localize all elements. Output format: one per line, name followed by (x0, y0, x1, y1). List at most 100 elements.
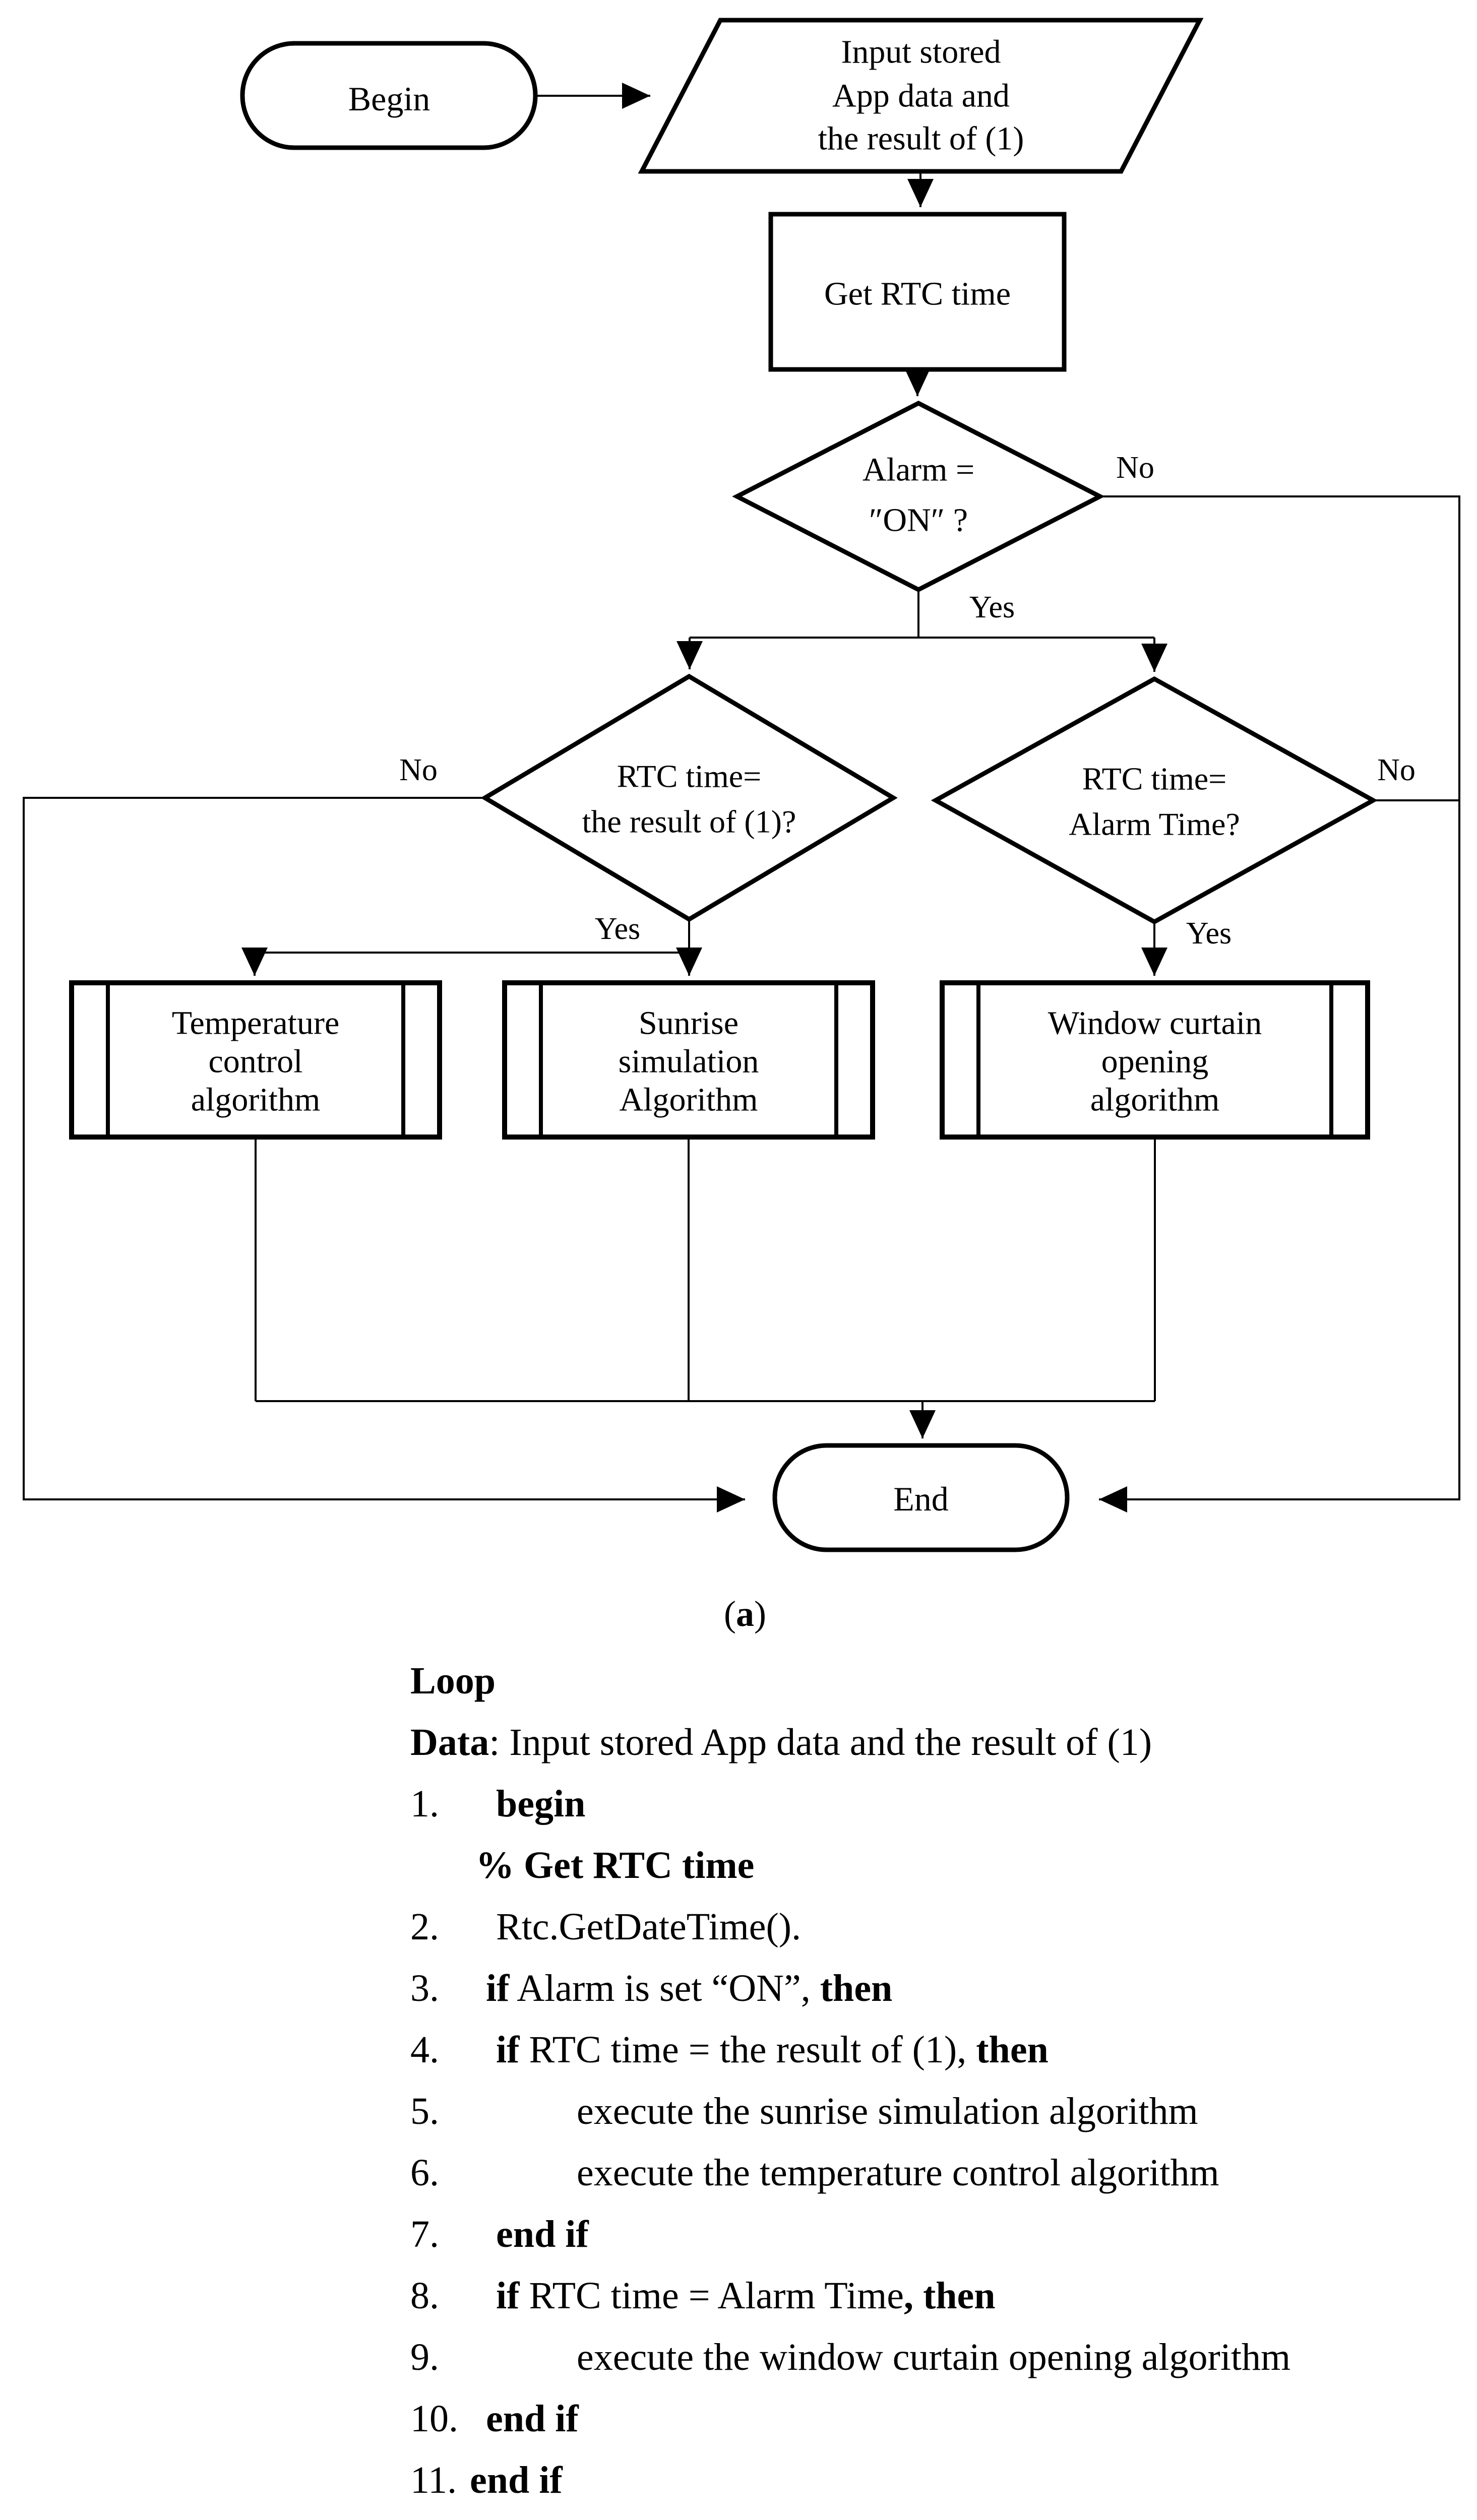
pseudocode-line: 9. execute the window curtain opening alg… (410, 2326, 1368, 2388)
pseudocode-line-number: 9. (410, 2336, 439, 2378)
temperature-box: Temperature control algorithm (69, 980, 442, 1140)
sunrise-line-3: Algorithm (620, 1082, 758, 1118)
temperature-line-1: Temperature (172, 1005, 340, 1042)
temperature-line-3: algorithm (191, 1082, 321, 1118)
pseudocode-line: % Get RTC time (410, 1835, 1368, 1896)
pseudocode-line: 7. end if (410, 2203, 1368, 2265)
pseudocode-line: 3. if Alarm is set “ON”, then (410, 1958, 1368, 2019)
pseudocode-line: 12. end (410, 2511, 1368, 2520)
pseudocode-line: 5. execute the sunrise simulation algorit… (410, 2081, 1368, 2142)
input-parallelogram (638, 18, 1204, 174)
sunrise-box-rect (502, 980, 875, 1140)
pseudocode-keyword: if (496, 2275, 520, 2317)
sunrise-line-1: Sunrise (639, 1005, 738, 1042)
pseudocode-text: execute the temperature control algorith… (577, 2152, 1219, 2194)
pseudocode-line: Loop (410, 1650, 1368, 1712)
pseudocode-keyword: if (486, 1967, 510, 2009)
pseudocode-keyword: then (820, 1967, 893, 2009)
pseudocode-line-number: 8. (410, 2275, 439, 2317)
pseudocode-line-content: end if (496, 2203, 589, 2265)
begin-terminal (240, 41, 538, 150)
flowchart-panel-a: Begin Input stored App data and the resu… (23, 18, 1460, 1552)
panel-a-paren-close: ) (754, 1594, 766, 1634)
pseudocode-line-content: execute the sunrise simulation algorithm (577, 2081, 1198, 2142)
pseudocode-line-content: if Alarm is set “ON”, then (486, 1958, 892, 2019)
curtain-line-2: opening (1101, 1043, 1209, 1080)
pseudocode-line-number: 1. (410, 1783, 439, 1825)
pseudocode-line: 1. begin (410, 1773, 1368, 1835)
rtc-alarm-line-1: RTC time= (1082, 761, 1226, 797)
temperature-line-2: control (209, 1043, 303, 1080)
rtc-result-decision-diamond (480, 673, 898, 922)
pseudocode-keyword: end if (470, 2459, 563, 2501)
pseudocode-line-number: 5. (410, 2090, 439, 2132)
input-line-3: the result of (1) (818, 120, 1024, 157)
pseudocode-line: 11. end if (410, 2449, 1368, 2511)
pseudocode-text: RTC time = the result of (1), (519, 2029, 976, 2071)
input-line-1: Input stored (841, 34, 1001, 71)
rtc-result-yes-label: Yes (595, 912, 640, 946)
edge-alarm-no (1099, 495, 1460, 1513)
curtain-box: Window curtain opening algorithm (940, 980, 1370, 1140)
panel-a-label: (a) (705, 1594, 785, 1634)
curtain-line-1: Window curtain (1048, 1005, 1262, 1042)
pseudocode-keyword: begin (496, 1783, 586, 1825)
pseudocode-line: Data: Input stored App data and the resu… (410, 1712, 1368, 1773)
pseudocode-line-content: if RTC time = the result of (1), then (496, 2019, 1049, 2081)
rtc-alarm-decision-diamond (931, 676, 1378, 925)
pseudocode-line-content: Loop (410, 1650, 496, 1712)
get-rtc-label: Get RTC time (824, 276, 1011, 312)
pseudocode-line-number: 10. (410, 2398, 458, 2440)
pseudocode-line: 4.if RTC time = the result of (1), then (410, 2019, 1368, 2081)
pseudocode-line-number: 3. (410, 1967, 439, 2009)
pseudocode-line-content: % Get RTC time (476, 1835, 754, 1896)
pseudocode-line: 10. end if (410, 2388, 1368, 2449)
rtc-result-line-2: the result of (1)? (582, 804, 796, 840)
pseudocode-line: 6. execute the temperature control algori… (410, 2142, 1368, 2203)
pseudocode-line-number: 7. (410, 2213, 439, 2255)
alarm-line-2: ″ON″ ? (869, 502, 968, 539)
pseudocode-text: Alarm is set “ON”, (509, 1967, 820, 2009)
pseudocode-line-content: execute the window curtain opening algor… (577, 2326, 1290, 2388)
pseudocode-keyword: end if (496, 2213, 589, 2255)
pseudocode-line-number: 2. (410, 1906, 439, 1948)
end-label: End (893, 1480, 949, 1518)
panel-a-letter: a (736, 1594, 754, 1634)
pseudocode-line-number: 6. (410, 2152, 439, 2194)
end-terminal (772, 1443, 1070, 1552)
rtc-result-line-1: RTC time= (617, 759, 761, 794)
pseudocode-line-number: 11. (410, 2459, 457, 2501)
pseudocode-keyword: Data (410, 1721, 489, 1763)
temperature-box-rect (69, 980, 442, 1140)
alarm-no-label: No (1116, 451, 1154, 485)
pseudocode-keyword: % Get RTC time (476, 1844, 755, 1886)
alarm-yes-label: Yes (969, 590, 1015, 624)
pseudocode-line: 8. if RTC time = Alarm Time, then (410, 2265, 1368, 2326)
pseudocode-line-content: Data: Input stored App data and the resu… (410, 1712, 1152, 1773)
pseudocode-text: execute the sunrise simulation algorithm (577, 2090, 1198, 2132)
pseudocode-text: Rtc.GetDateTime(). (496, 1906, 802, 1948)
pseudocode-line-content: begin (496, 1773, 585, 1835)
curtain-line-3: algorithm (1090, 1082, 1220, 1118)
pseudocode-line-content: end if (470, 2449, 563, 2511)
pseudocode-line-number: 12. (410, 2511, 458, 2520)
pseudocode-line: 2. Rtc.GetDateTime(). (410, 1896, 1368, 1958)
curtain-box-rect (940, 980, 1370, 1140)
input-line-2: App data and (832, 78, 1010, 114)
pseudocode-line-content: end if (486, 2388, 579, 2449)
pseudocode-line-content: end (470, 2511, 529, 2520)
pseudocode-keyword: end if (486, 2398, 579, 2440)
pseudocode-text: RTC time = Alarm Time (519, 2275, 904, 2317)
pseudocode-text: : Input stored App data and the result o… (489, 1721, 1152, 1763)
panel-a-paren-open: ( (724, 1594, 736, 1634)
pseudocode-line-content: execute the temperature control algorith… (577, 2142, 1219, 2203)
pseudocode-text: execute the window curtain opening algor… (577, 2336, 1291, 2378)
pseudocode-keyword: Loop (410, 1660, 496, 1702)
pseudocode-keyword: if (496, 2029, 520, 2071)
pseudocode-line-content: if RTC time = Alarm Time, then (496, 2265, 996, 2326)
rtc-alarm-line-2: Alarm Time? (1069, 806, 1240, 842)
alarm-line-1: Alarm = (863, 452, 974, 488)
get-rtc-process (768, 212, 1067, 372)
